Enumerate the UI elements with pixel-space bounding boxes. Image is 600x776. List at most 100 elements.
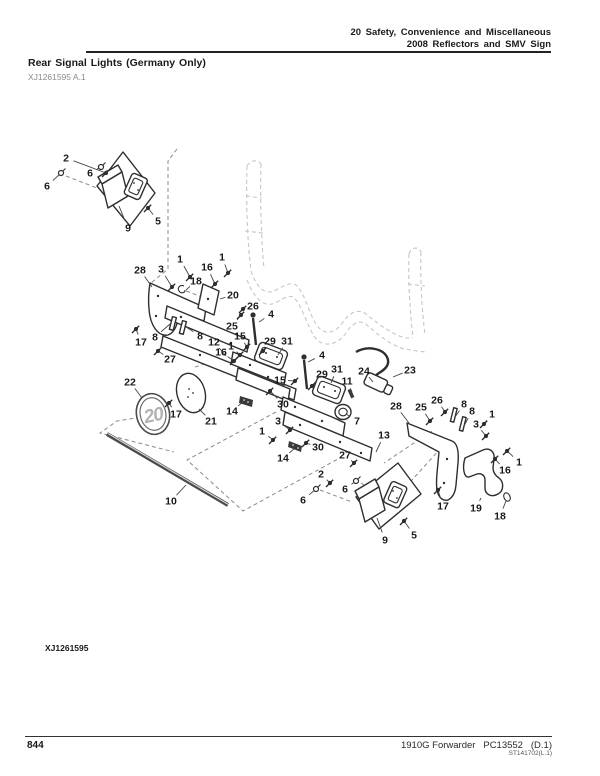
grommet-7 [334, 403, 352, 421]
callout-leader-line [368, 376, 374, 383]
clip-icon [62, 168, 66, 172]
speed-sign-group: 20 [105, 372, 230, 507]
pin-11 [347, 388, 355, 399]
callout-label-26: 26 [247, 301, 259, 313]
callout-leader-line [400, 412, 410, 424]
callout-label-27: 27 [339, 450, 351, 462]
clamp-14 [239, 396, 253, 407]
callout-leader-line [219, 296, 226, 300]
clip-icon [317, 484, 321, 488]
callout-label-31: 31 [331, 364, 343, 376]
callout-leader-line [454, 410, 460, 418]
screw-icon [225, 270, 231, 276]
bracket-28-right [406, 422, 459, 501]
screw-icon [427, 418, 433, 424]
clip-18 [177, 284, 186, 294]
callout-leader-line [185, 326, 194, 333]
pin-8 [449, 407, 458, 423]
bracket-assembly-right [406, 407, 511, 502]
ring-18 [503, 492, 511, 502]
callout-label-4: 4 [319, 350, 325, 362]
page-header: 20 Safety, Convenience and Miscellaneous… [350, 27, 551, 50]
section-reference: XJ1261595 A.1 [28, 72, 86, 82]
callout-label-8: 8 [197, 331, 203, 343]
callout-label-8: 8 [152, 332, 158, 344]
callout-leader-line [73, 160, 107, 174]
callout-label-16: 16 [499, 465, 511, 477]
callout-label-5: 5 [155, 216, 161, 228]
callout-label-28: 28 [134, 265, 146, 277]
callout-label-12: 12 [208, 337, 220, 349]
callout-label-1: 1 [219, 252, 225, 264]
screw-icon [270, 437, 276, 443]
callout-label-3: 3 [158, 264, 164, 276]
support-bar-12 [164, 305, 250, 353]
clip-icon [57, 169, 65, 177]
callout-leader-line [134, 388, 143, 399]
reflector-bracket [123, 172, 148, 201]
reflector-bracket [383, 480, 408, 509]
screw-icon [103, 170, 109, 176]
callout-label-4: 4 [268, 309, 274, 321]
mounting-rod-10 [105, 432, 230, 507]
callout-label-11: 11 [341, 376, 352, 388]
screw-icon [287, 427, 293, 433]
callout-label-15: 15 [234, 331, 246, 343]
section-title: Rear Signal Lights (Germany Only) [28, 57, 206, 69]
screw-icon [435, 487, 441, 493]
callout-leader-line [185, 286, 191, 291]
callout-leader-line [258, 318, 265, 323]
callout-label-1: 1 [228, 341, 234, 353]
callout-label-31: 31 [281, 336, 293, 348]
footer-revision-id: ST141702(L.1) [508, 750, 552, 757]
callout-label-14: 14 [226, 406, 238, 418]
page-number: 844 [27, 740, 44, 751]
screw-icon [492, 456, 498, 462]
callout-leader-line [307, 358, 316, 363]
callout-leader-line [392, 372, 403, 378]
screw-icon [260, 348, 266, 354]
callout-label-19: 19 [470, 503, 482, 515]
screw-icon [187, 274, 193, 280]
header-line-2: 2008 Reflectors and SMV Sign [406, 38, 551, 50]
callout-label-27: 27 [164, 354, 176, 366]
callout-label-5: 5 [411, 530, 417, 542]
callout-label-2: 2 [318, 469, 324, 481]
callout-label-30: 30 [312, 442, 324, 454]
callout-label-17: 17 [170, 409, 182, 421]
callout-label-21: 21 [205, 416, 217, 428]
callout-label-6: 6 [44, 181, 50, 193]
callout-label-9: 9 [125, 223, 131, 235]
callout-leader-line [376, 517, 383, 533]
callout-label-24: 24 [358, 366, 370, 378]
callout-label-18: 18 [494, 511, 506, 523]
screw-icon [292, 378, 298, 384]
screw-icon [483, 433, 489, 439]
callout-leader-line [288, 448, 295, 454]
callout-label-14: 14 [277, 453, 289, 465]
callout-label-28: 28 [390, 401, 402, 413]
screw-icon [244, 344, 250, 350]
callout-leader-line [463, 417, 469, 427]
callout-label-3: 3 [275, 416, 281, 428]
callout-label-13: 13 [378, 430, 390, 442]
screw-icon [166, 400, 172, 406]
callout-label-23: 23 [404, 365, 416, 377]
callout-leader-line [330, 376, 335, 384]
rear-lamp-assembly-left [96, 151, 156, 227]
callout-leader-line [479, 497, 482, 502]
lamp-housing [358, 486, 386, 523]
screw-icon [238, 312, 244, 318]
clamp-14 [288, 441, 302, 452]
callout-label-17: 17 [135, 337, 147, 349]
callout-leader-line [198, 408, 206, 416]
screw-icon [240, 306, 246, 312]
screw-icon [351, 460, 357, 466]
footer-document-id: 1910G Forwarder PC13552 (D.1) [400, 740, 552, 751]
callout-label-17: 17 [437, 501, 449, 513]
lamp-mount-plate [280, 396, 346, 437]
callout-label-25: 25 [415, 402, 427, 414]
sign-disc-21 [175, 372, 207, 414]
callout-leader-line [218, 347, 227, 357]
callout-label-6: 6 [87, 168, 93, 180]
